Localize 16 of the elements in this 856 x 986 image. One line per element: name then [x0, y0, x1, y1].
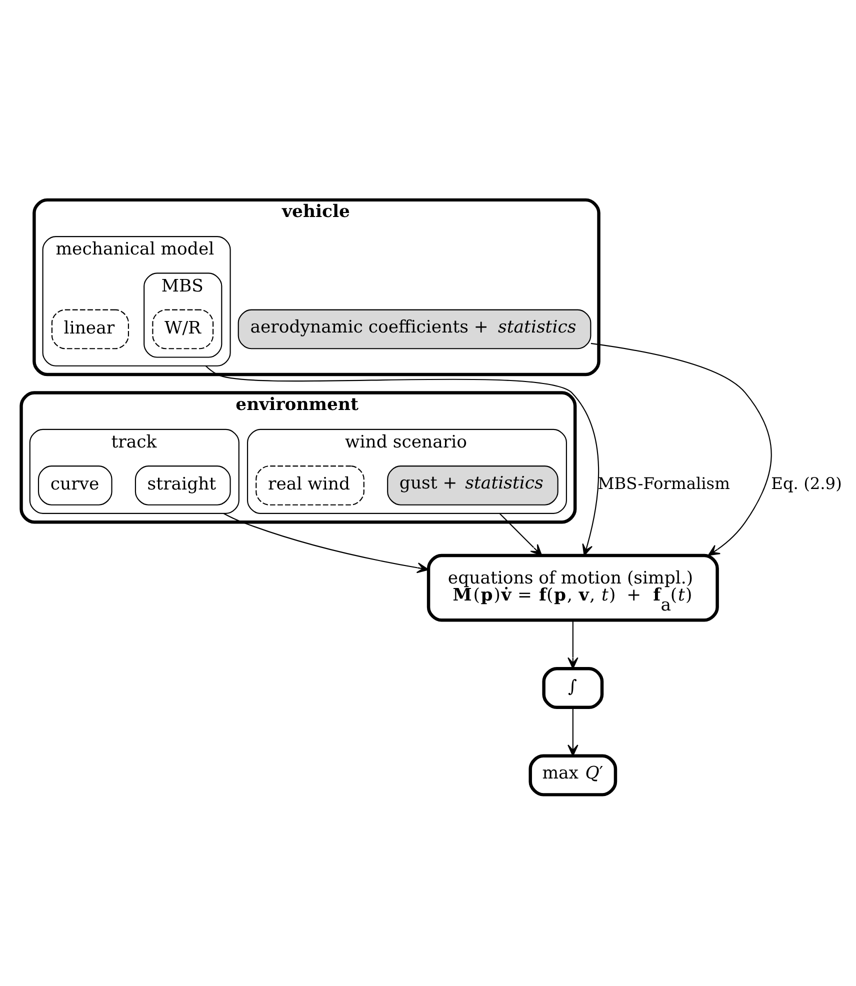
node-box: gust + statistics: [387, 466, 558, 506]
node-box: curve: [38, 466, 112, 506]
arrow: [568, 620, 578, 670]
arrow: [499, 513, 542, 556]
node-box: linear: [51, 309, 129, 350]
arrow: [205, 365, 600, 556]
node-box: W/R: [152, 309, 214, 350]
node-box: aerodynamic coefficients + statistics: [238, 309, 592, 350]
node-box: straight: [134, 466, 231, 506]
node-box: real wind: [256, 466, 364, 506]
arrow: [568, 708, 578, 756]
edge-label: Eq. (2.9): [771, 474, 842, 494]
arrow: [223, 513, 429, 574]
edge-label: MBS-Formalism: [598, 474, 730, 494]
node-box: ∫: [542, 667, 604, 710]
node-box: max Q′: [528, 754, 618, 796]
